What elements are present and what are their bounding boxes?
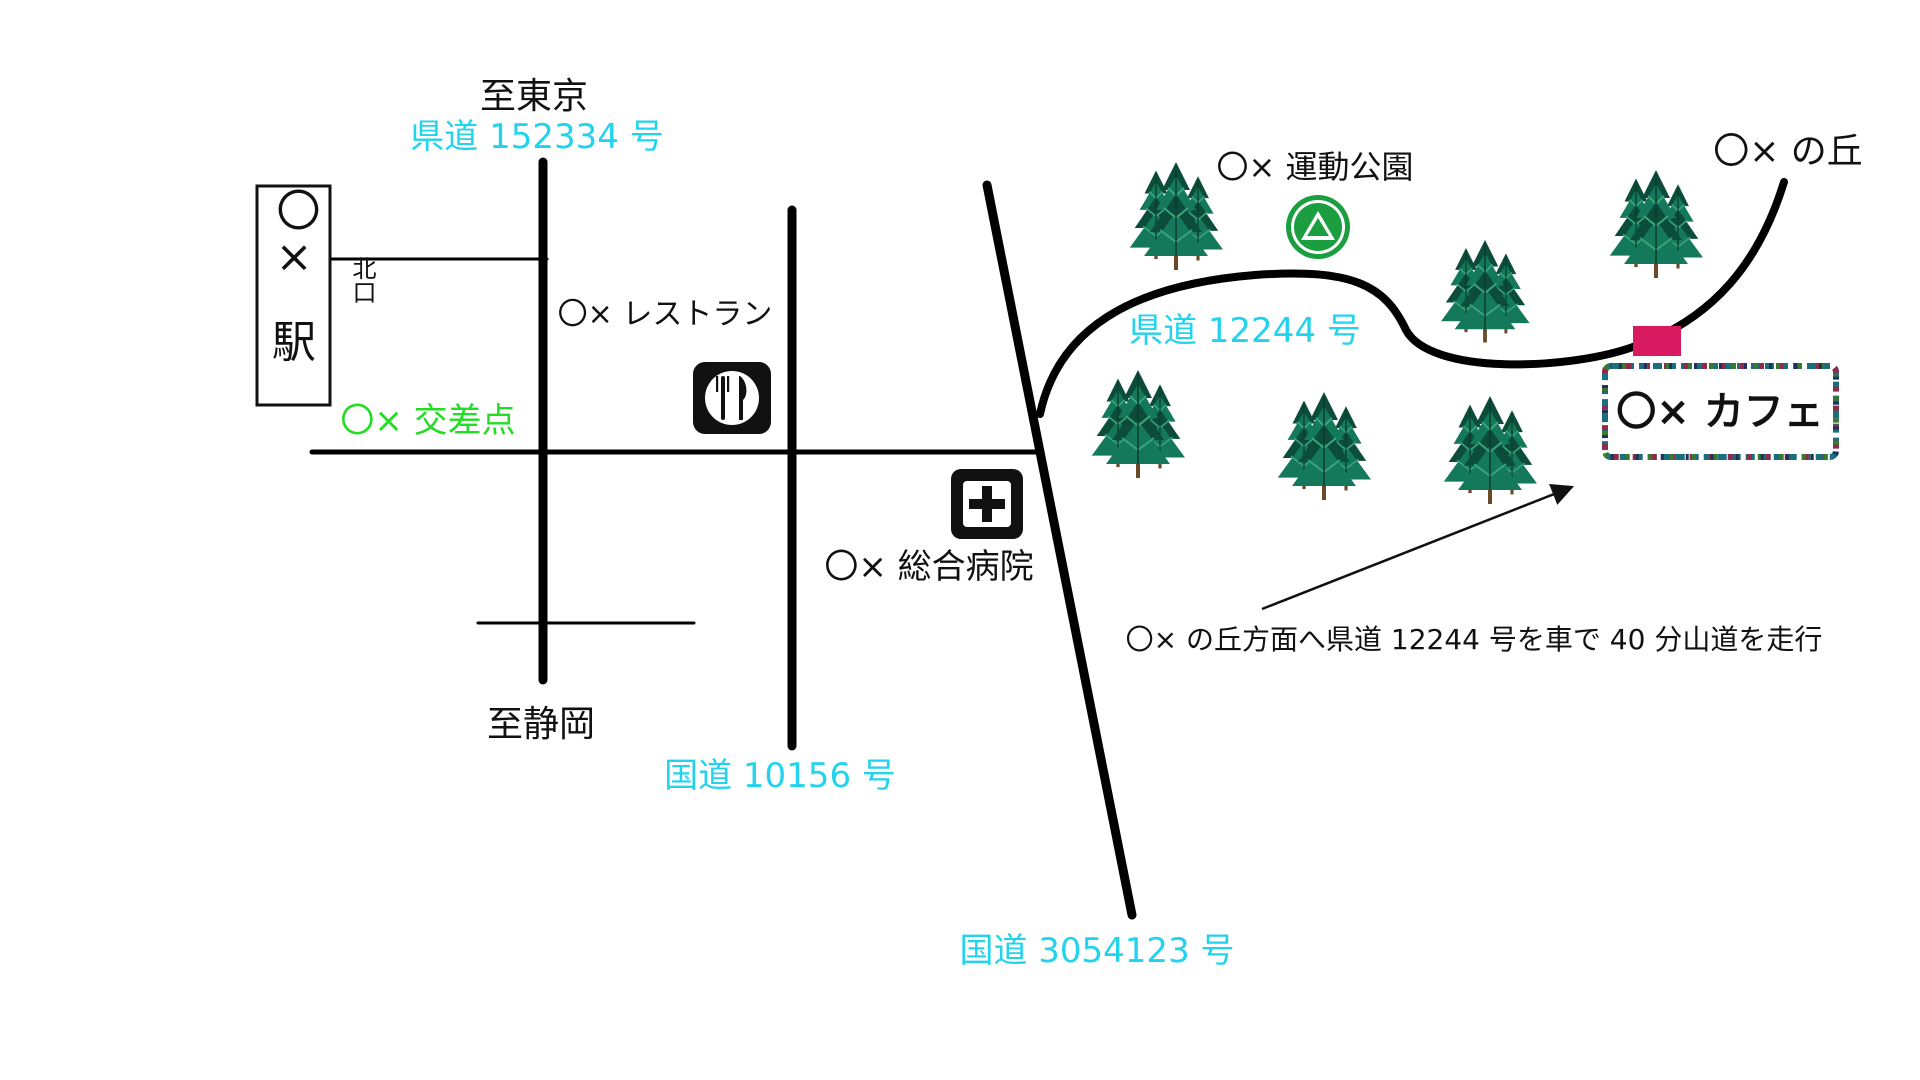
cafe-sign: 〇× カフェ — [1602, 363, 1839, 460]
road-label-national-10156: 国道 10156 号 — [664, 756, 896, 796]
station-box: 〇× 駅 — [255, 184, 332, 407]
pine-tree-icon — [1278, 392, 1371, 500]
destination-south-label: 至静岡 — [487, 704, 595, 745]
cafe-location-marker — [1633, 326, 1681, 356]
road-national-3054123 — [982, 180, 1137, 920]
destination-hill-label: 〇× の丘 — [1713, 131, 1863, 172]
park-label: 〇× 運動公園 — [1217, 148, 1414, 186]
road-label-pref-12244: 県道 12244 号 — [1129, 311, 1361, 351]
intersection-label: 〇× 交差点 — [340, 401, 515, 441]
triangle-icon — [1286, 195, 1350, 259]
cross-icon — [951, 469, 1023, 539]
road-label-pref-152334: 県道 152334 号 — [410, 117, 663, 157]
station-suffix: 駅 — [272, 317, 316, 368]
pine-tree-icon — [1130, 162, 1223, 270]
station-name: 〇× — [269, 188, 320, 283]
pine-tree-icon — [1441, 240, 1530, 343]
road-network — [309, 157, 1788, 920]
pine-tree-icon — [1092, 370, 1185, 478]
directions-note: 〇× の丘方面へ県道 12244 号を車で 40 分山道を走行 — [1126, 623, 1823, 656]
fork-knife-icon — [693, 362, 771, 434]
station-north-exit-label: 北口 — [348, 256, 376, 304]
road-label-national-3054123: 国道 3054123 号 — [959, 931, 1234, 971]
restaurant-label: 〇× レストラン — [558, 297, 773, 332]
directions-arrow — [1261, 483, 1575, 611]
destination-north-label: 至東京 — [480, 76, 588, 117]
pine-tree-icon — [1610, 170, 1703, 278]
cafe-label: 〇× カフェ — [1616, 389, 1823, 435]
road-pref-12244-curve — [1036, 178, 1788, 418]
hospital-label: 〇× 総合病院 — [824, 547, 1033, 587]
pine-tree-icon — [1444, 396, 1537, 504]
